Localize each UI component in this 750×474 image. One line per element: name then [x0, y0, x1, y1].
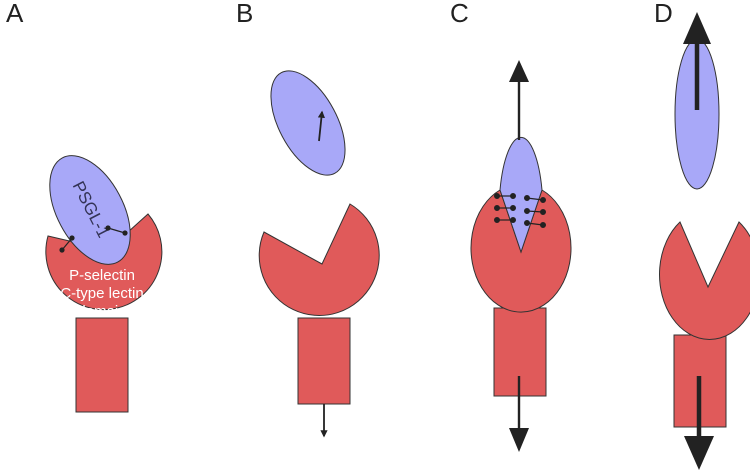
- domain-label-line3: domain: [77, 303, 126, 320]
- bonds-c: [494, 193, 546, 229]
- ligand-force-arrow-d: [683, 12, 711, 110]
- panel-d: [659, 12, 750, 470]
- panel-a: PSGL-1 P-selectin C-type lectin domain: [45, 155, 163, 413]
- ligand-force-arrow-b: [317, 110, 325, 142]
- panel-c: [470, 60, 572, 452]
- psgl1-ligand-b: [270, 70, 346, 176]
- stalk-force-arrow-c: [509, 376, 529, 452]
- psgl1-ligand-c: [499, 136, 543, 254]
- panel-label-d: D: [654, 0, 673, 28]
- domain-label-line2: C-type lectin: [60, 285, 143, 302]
- selectin-lectin-domain-d: [659, 221, 750, 340]
- panel-label-c: C: [450, 0, 469, 28]
- panel-b: [258, 70, 380, 438]
- stalk-force-arrow-d: [684, 376, 714, 470]
- domain-label-line1: P-selectin: [69, 267, 135, 284]
- bond-a-right: [105, 225, 128, 236]
- ligand-force-arrow-c: [509, 60, 529, 140]
- bond-a-left: [59, 235, 75, 253]
- selectin-stalk-b: [297, 317, 351, 405]
- selectin-lectin-domain-b: [258, 203, 380, 316]
- panel-label-a: A: [6, 0, 24, 28]
- panel-label-b: B: [236, 0, 253, 28]
- selectin-stalk-a: [75, 317, 129, 413]
